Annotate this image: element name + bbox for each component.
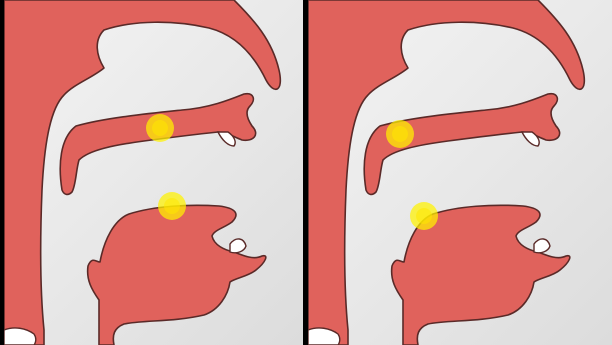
left-panel [4, 0, 303, 345]
lower-tooth [534, 239, 550, 253]
lower-tooth [230, 239, 246, 253]
upper-highlight-core [392, 126, 408, 142]
tongue [88, 205, 266, 345]
lower-highlight-core [164, 198, 180, 214]
lower-highlight-core [416, 208, 432, 224]
left-vocal-tract-diagram [4, 0, 303, 345]
upper-highlight-core [152, 120, 168, 136]
palate [60, 94, 255, 195]
right-vocal-tract-diagram [308, 0, 612, 345]
right-panel [308, 0, 612, 345]
